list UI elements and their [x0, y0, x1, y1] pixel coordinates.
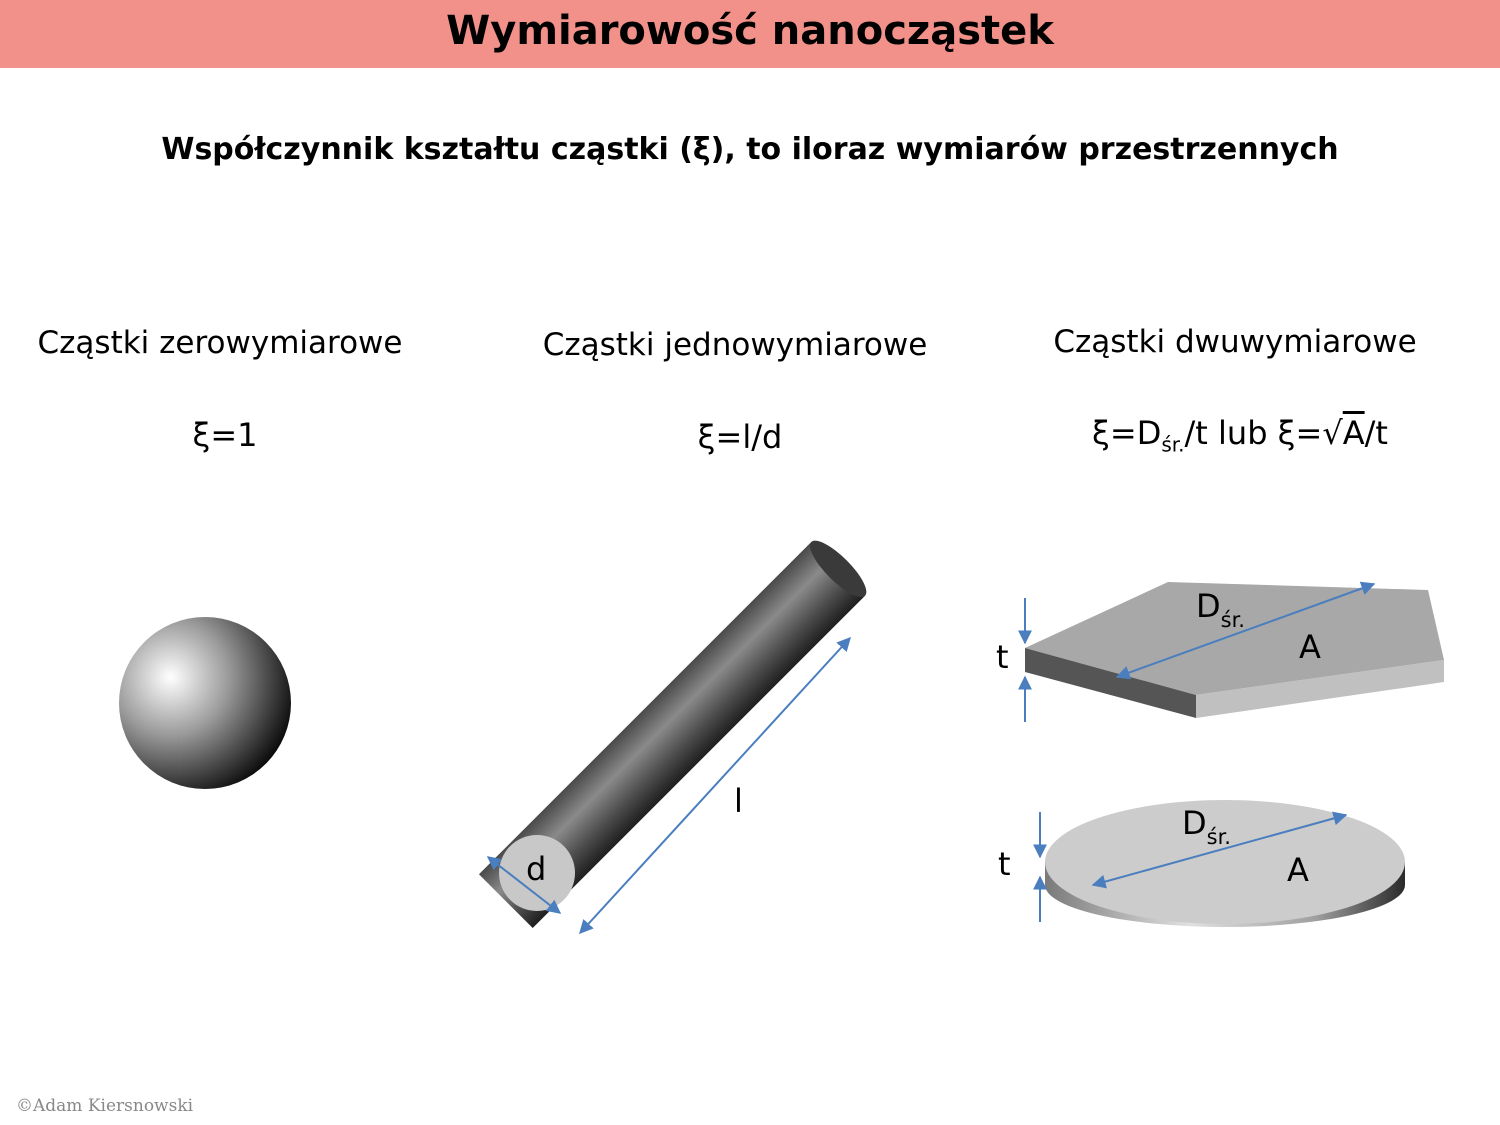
sphere — [119, 617, 291, 789]
disc-diameter-arrow — [1091, 811, 1348, 889]
heading-one-dim: Cząstki jednowymiarowe — [542, 327, 928, 363]
title-bar — [0, 0, 1500, 68]
disc-area-label: A — [1287, 851, 1309, 889]
polygonal-plate — [1025, 582, 1444, 718]
rod-length-label: l — [734, 782, 743, 820]
formula-one-dim: ξ=l/d — [697, 418, 783, 456]
page-subtitle: Współczynnik kształtu cząstki (ξ), to il… — [161, 132, 1339, 167]
rod-diameter-arrow — [486, 856, 562, 914]
formula-zero-dim: ξ=1 — [192, 416, 258, 454]
disc-diameter-label: Dśr. — [1182, 804, 1231, 849]
heading-two-dim: Cząstki dwuwymiarowe — [1053, 324, 1417, 360]
formula-two-dim: ξ=Dśr./t lub ξ=√A/t — [1092, 414, 1388, 457]
rod-diameter-label: d — [526, 850, 546, 888]
footer-copyright: ©Adam Kiersnowski — [16, 1096, 194, 1116]
heading-zero-dim: Cząstki zerowymiarowe — [37, 325, 403, 361]
rod-length-arrow — [579, 636, 851, 935]
page-title: Wymiarowość nanocząstek — [446, 8, 1054, 54]
disc-thickness-label: t — [998, 845, 1011, 883]
plate-area-label: A — [1299, 628, 1321, 666]
plate-thickness-label: t — [996, 638, 1009, 676]
plate-diameter-arrow — [1115, 581, 1376, 680]
disc — [1045, 800, 1405, 927]
plate-diameter-label: Dśr. — [1196, 587, 1245, 632]
